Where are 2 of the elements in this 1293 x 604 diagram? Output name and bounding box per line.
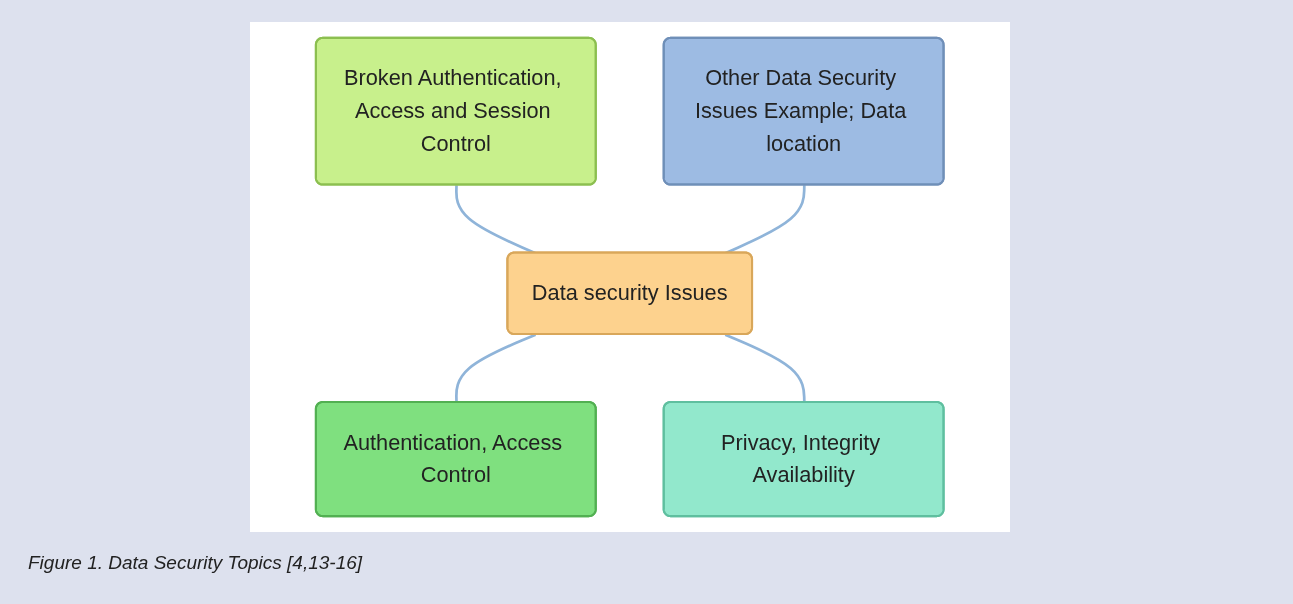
figure-caption: Figure 1. Data Security Topics [4,13-16] xyxy=(28,552,363,574)
diagram-panel: Broken Authentication, Access and Session Control Other Data Security Issues Example; Data location Data security Issues Authentication, Access Control Privacy, Integrity Availability xyxy=(250,22,1010,532)
